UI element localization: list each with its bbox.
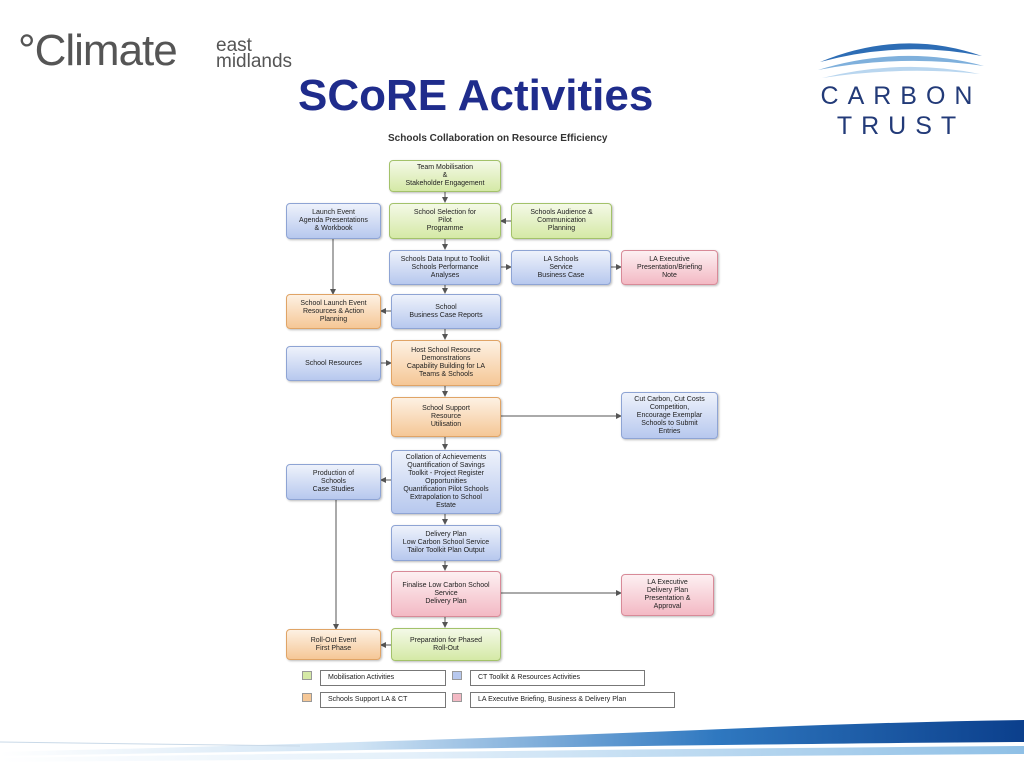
legend-item-mobilisation: Mobilisation Activities (320, 670, 446, 686)
box-collation-achievements: Collation of Achievements Quantification… (391, 450, 501, 514)
box-finalise-low-carbon-service: Finalise Low Carbon School Service Deliv… (391, 571, 501, 617)
box-preparation-roll-out: Preparation for Phased Roll-Out (391, 628, 501, 661)
box-school-resources: School Resources (286, 346, 381, 381)
box-delivery-plan: Delivery Plan Low Carbon School Service … (391, 525, 501, 561)
box-school-launch-event: School Launch Event Resources & Action P… (286, 294, 381, 329)
legend-swatch-la-executive (452, 693, 462, 702)
box-school-selection: School Selection for Pilot Programme (389, 203, 501, 239)
legend-swatch-schools-support (302, 693, 312, 702)
box-production-case-studies: Production of Schools Case Studies (286, 464, 381, 500)
legend-item-schools-support: Schools Support LA & CT (320, 692, 446, 708)
legend-item-ct-toolkit: CT Toolkit & Resources Activities (470, 670, 645, 686)
box-host-school-resource: Host School Resource Demonstrations Capa… (391, 340, 501, 386)
legend-item-la-executive: LA Executive Briefing, Business & Delive… (470, 692, 675, 708)
box-launch-event: Launch Event Agenda Presentations & Work… (286, 203, 381, 239)
logo-east-text: east (216, 35, 252, 56)
box-schools-data-input: Schools Data Input to Toolkit Schools Pe… (389, 250, 501, 285)
box-schools-audience: Schools Audience & Communication Plannin… (511, 203, 612, 239)
carbon-trust-logo: CARBON TRUST (812, 34, 990, 144)
box-la-executive-delivery: LA Executive Delivery Plan Presentation … (621, 574, 714, 616)
box-la-executive-presentation: LA Executive Presentation/Briefing Note (621, 250, 718, 285)
slide-title: SCoRE Activities (298, 71, 654, 120)
carbon-word: CARBON (820, 82, 982, 110)
box-team-mobilisation: Team Mobilisation & Stakeholder Engageme… (389, 160, 501, 192)
box-cut-carbon-competition: Cut Carbon, Cut Costs Competition, Encou… (621, 392, 718, 439)
box-roll-out-event: Roll-Out Event First Phase (286, 629, 381, 660)
logo-midlands-text: midlands (216, 51, 293, 72)
diagram-title: Schools Collaboration on Resource Effici… (388, 133, 608, 144)
carbon-trust-swoosh-icon (818, 43, 984, 78)
legend-swatch-mobilisation (302, 671, 312, 680)
legend-swatch-ct-toolkit (452, 671, 462, 680)
box-la-schools-service: LA Schools Service Business Case (511, 250, 611, 285)
box-school-support-resource: School Support Resource Utilisation (391, 397, 501, 437)
trust-word: TRUST (836, 112, 966, 140)
logo-climate-text: °Climate (18, 26, 178, 75)
box-school-business-case: School Business Case Reports (391, 294, 501, 329)
footer-wave-decoration (0, 720, 1024, 762)
